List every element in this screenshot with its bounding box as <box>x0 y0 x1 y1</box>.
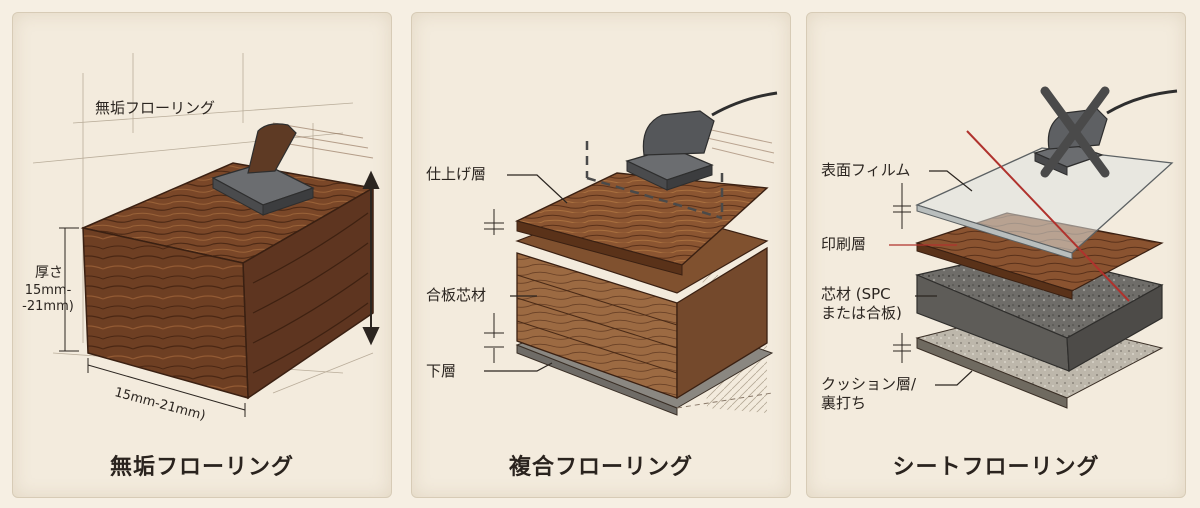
sander-icon <box>625 91 778 191</box>
panel-sheet-flooring: 表面フィルム 印刷層 芯材 (SPC または合板) クッション層/ 裏打ち シー… <box>806 12 1186 498</box>
sander-icon <box>211 123 315 216</box>
thickness-dimension <box>59 227 79 352</box>
layer-label-finish: 仕上げ層 <box>426 165 487 183</box>
core-layer-side <box>1066 283 1163 372</box>
dimension-ticks <box>484 209 504 363</box>
leader-lines <box>484 174 568 372</box>
motion-streaks <box>701 127 775 164</box>
layer-label-print: 印刷層 <box>821 235 867 253</box>
dashed-guide <box>585 141 724 220</box>
leader-lines <box>889 170 973 386</box>
thickness-arrow <box>362 170 380 346</box>
top-label: 無垢フローリング <box>95 99 216 117</box>
layer-label-core: 芯材 (SPC または合板) <box>821 285 902 322</box>
print-layer-edge <box>916 242 1073 300</box>
red-cut-line <box>966 130 1130 302</box>
layer-label-core: 合板芯材 <box>426 286 487 304</box>
thickness-label: 厚さ <box>35 265 63 281</box>
engineered-wood-illustration <box>484 91 778 416</box>
veneer-edge <box>516 220 683 276</box>
panel-title: シートフローリング <box>892 455 1100 480</box>
cushion-layer-edge <box>916 337 1068 409</box>
panel-solid-flooring: 無垢フローリング 厚さ 15mm- -21mm) 15mm-21mm) 無垢フロ… <box>12 12 392 498</box>
core-side <box>676 246 768 400</box>
width-dimension <box>87 358 246 417</box>
solid-wood-illustration <box>32 53 380 417</box>
sheet-flooring-illustration <box>889 86 1178 409</box>
film-layer-edge <box>916 204 1073 260</box>
panel-title: 無垢フローリング <box>109 455 294 480</box>
panel-engineered-flooring: 仕上げ層 合板芯材 下層 複合フローリング <box>411 12 791 498</box>
layer-label-cushion: クッション層/ 裏打ち <box>821 375 917 412</box>
layer-label-film: 表面フィルム <box>821 161 911 179</box>
core-ply-lines <box>516 274 678 374</box>
prohibited-x-icon <box>1040 86 1110 178</box>
layer-label-bottom: 下層 <box>426 362 457 380</box>
board-front-face <box>82 227 249 400</box>
panel-title: 複合フローリング <box>508 455 693 480</box>
dimension-ticks <box>893 183 911 363</box>
thickness-value: 15mm- -21mm) <box>22 283 74 314</box>
